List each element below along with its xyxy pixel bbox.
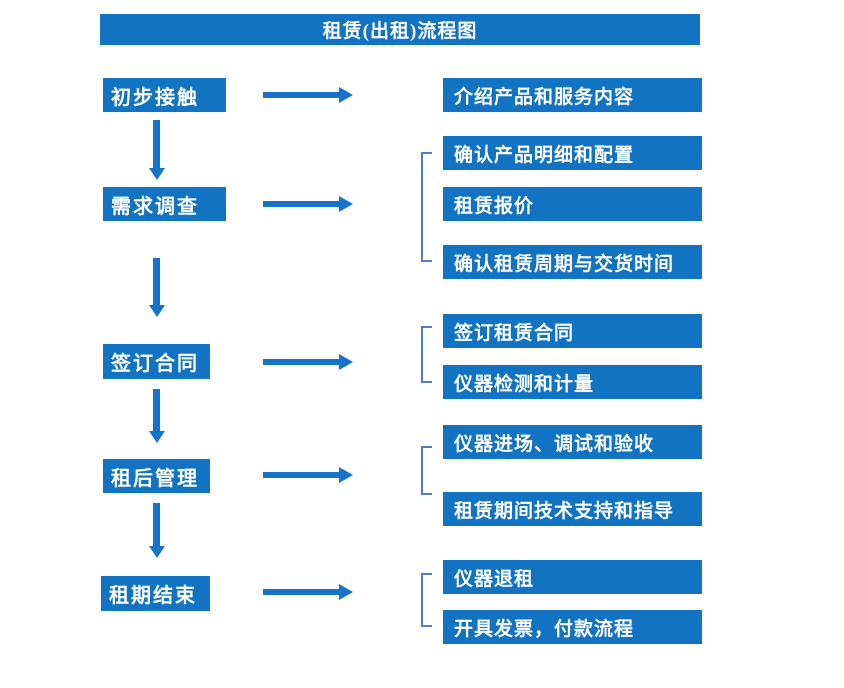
detail-box: 仪器进场、调试和验收 bbox=[443, 425, 702, 459]
arrow-shaft bbox=[263, 589, 340, 595]
arrow-shaft bbox=[263, 201, 340, 207]
arrow-head bbox=[339, 196, 353, 212]
step-box-rental-end: 租期结束 bbox=[101, 576, 210, 611]
arrow-down-icon bbox=[149, 503, 165, 558]
arrow-down-icon bbox=[149, 258, 165, 317]
arrow-right-icon bbox=[263, 354, 353, 370]
arrow-right-icon bbox=[263, 467, 353, 483]
group-bracket bbox=[421, 152, 432, 262]
detail-box: 仪器退租 bbox=[443, 560, 702, 594]
detail-box: 仪器检测和计量 bbox=[443, 365, 702, 399]
arrow-head bbox=[149, 305, 165, 317]
arrow-right-icon bbox=[263, 87, 353, 103]
arrow-head bbox=[339, 584, 353, 600]
arrow-head bbox=[339, 87, 353, 103]
arrow-head bbox=[149, 431, 165, 443]
step-box-demand-survey: 需求调查 bbox=[103, 187, 226, 221]
detail-box: 开具发票，付款流程 bbox=[443, 610, 702, 644]
detail-box: 租赁期间技术支持和指导 bbox=[443, 492, 702, 526]
arrow-down-icon bbox=[149, 389, 165, 443]
step-box-initial-contact: 初步接触 bbox=[103, 78, 226, 112]
arrow-head bbox=[339, 467, 353, 483]
detail-box: 介绍产品和服务内容 bbox=[443, 78, 702, 112]
arrow-down-icon bbox=[149, 120, 165, 180]
detail-box: 确认产品明细和配置 bbox=[443, 136, 702, 170]
step-box-sign-contract: 签订合同 bbox=[103, 344, 210, 379]
group-bracket bbox=[421, 326, 432, 383]
step-box-post-rental-management: 租后管理 bbox=[103, 459, 210, 493]
arrow-shaft bbox=[263, 472, 340, 478]
arrow-head bbox=[149, 168, 165, 180]
arrow-right-icon bbox=[263, 584, 353, 600]
arrow-head bbox=[339, 354, 353, 370]
detail-box: 确认租赁周期与交货时间 bbox=[443, 245, 702, 279]
group-bracket bbox=[421, 573, 432, 627]
arrow-shaft bbox=[153, 258, 160, 305]
group-bracket bbox=[421, 446, 432, 495]
arrow-head bbox=[149, 546, 165, 558]
arrow-shaft bbox=[263, 359, 340, 365]
arrow-right-icon bbox=[263, 196, 353, 212]
arrow-shaft bbox=[263, 92, 340, 98]
arrow-shaft bbox=[153, 389, 160, 431]
arrow-shaft bbox=[153, 503, 160, 546]
flowchart-title: 租赁(出租)流程图 bbox=[100, 14, 700, 45]
detail-box: 签订租赁合同 bbox=[443, 314, 702, 348]
arrow-shaft bbox=[153, 120, 160, 168]
detail-box: 租赁报价 bbox=[443, 187, 702, 221]
